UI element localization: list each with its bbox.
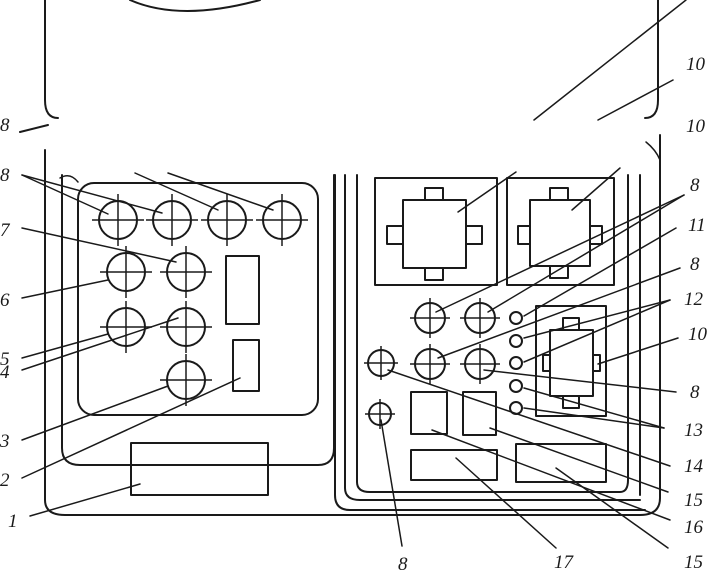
rect-16-right [462,391,497,436]
square-unit-left [374,177,498,286]
meter-5 [100,301,152,353]
right-panel-rectangles [410,391,607,483]
callout-10-top: 10 [686,54,706,75]
callout-10-edge: 10 [686,116,706,137]
callout-17: 17 [554,552,575,573]
callout-2: 2 [0,470,10,491]
lamp-13-upper [509,379,523,393]
rect-indicator-2 [232,339,260,392]
callout-3: 3 [0,431,10,452]
housing-outline [19,0,661,516]
callout-8-bottom: 8 [398,554,408,573]
callout-13: 13 [684,420,703,441]
meter-right-bottom [365,399,395,429]
rect-16-left [410,391,448,435]
callout-8-right-mid: 8 [690,254,700,275]
left-panel [61,174,335,466]
right-panel [334,174,646,511]
callout-15-lower: 15 [684,552,703,573]
lamp-11 [509,311,523,325]
callout-14: 14 [684,456,704,477]
callout-8-right-top: 8 [690,175,700,196]
meter-left-top-3 [201,194,253,246]
callout-15-upper: 15 [684,490,703,511]
meter-4 [160,301,212,353]
meter-right-4 [460,344,500,384]
meter-3 [160,354,212,406]
meter-right-2 [460,298,500,338]
left-panel-meters [92,194,308,406]
rect-unit-1 [130,442,269,496]
callout-11: 11 [688,215,706,236]
callout-6: 6 [0,290,10,311]
meter-right-3 [410,344,450,384]
callout-labels: 8 8 7 6 5 4 3 2 1 10 10 8 11 8 12 10 8 1… [0,54,708,573]
meter-6 [100,246,152,298]
lamp-12-lower [509,356,523,370]
callout-7: 7 [0,220,11,241]
rect-17 [410,449,498,481]
callout-4: 4 [0,362,10,383]
left-panel-rectangles [130,255,269,496]
right-panel-meters [364,298,500,429]
leader-lines [21,0,687,549]
callout-8-right-low: 8 [690,382,700,403]
rect-indicator-left-tall [225,255,260,325]
callout-12: 12 [684,289,704,310]
rect-15-lower [515,443,607,483]
callout-5: 5 [0,349,10,370]
device-10 [535,305,607,417]
meter-right-14 [364,346,398,380]
callout-1: 1 [8,511,18,532]
lamp-12-upper [509,334,523,348]
callout-16: 16 [684,517,704,538]
meter-right-1 [410,298,450,338]
callout-8-top-left: 8 [0,165,10,186]
meter-left-top-4 [256,194,308,246]
callout-8-left-edge: 8 [0,115,10,136]
square-unit-right [506,177,615,286]
meter-7 [160,246,212,298]
callout-10-mid: 10 [688,324,708,345]
meter-left-top-2 [146,194,198,246]
